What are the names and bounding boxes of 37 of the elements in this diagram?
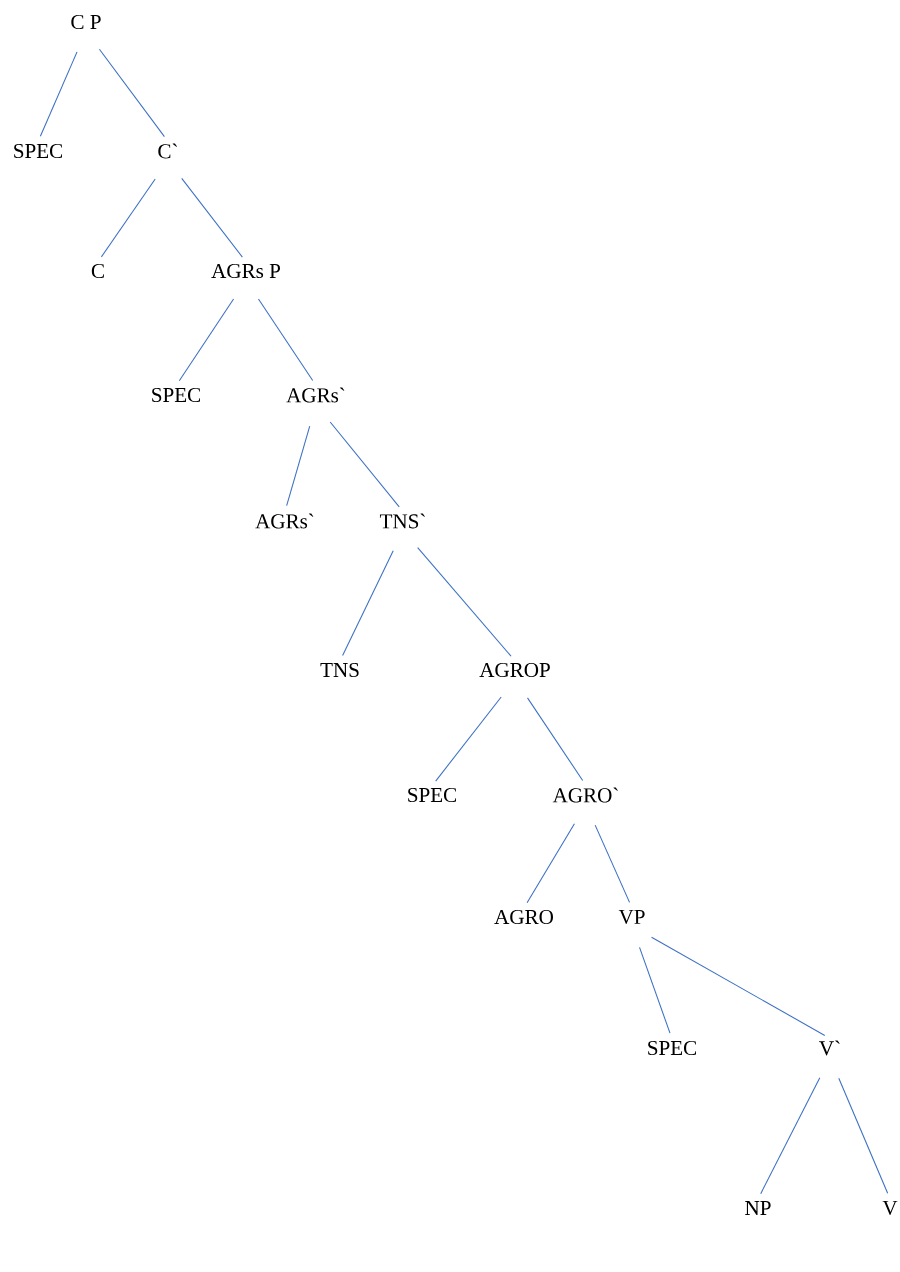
tree-label: V (882, 1200, 898, 1216)
tree-label: C` (158, 143, 177, 159)
tree-label: AGRs` (286, 387, 345, 403)
branch-line (838, 1077, 889, 1194)
tree-label: AGRs` (255, 513, 314, 529)
branch-line (178, 298, 235, 382)
tree-label: AGRO (494, 909, 553, 925)
branch-line (651, 936, 826, 1036)
tree-label: C P (71, 14, 101, 30)
branch-line (594, 824, 631, 903)
tree-label: V` (819, 1040, 840, 1056)
tree-label: SPEC (152, 387, 201, 403)
tree-label: C (91, 263, 104, 279)
tree-label: SPEC (648, 1040, 697, 1056)
branch-line (257, 298, 314, 381)
tree-label: SPEC (408, 787, 457, 803)
tree-label: AGRs P (211, 263, 280, 279)
tree-label: AGROP (479, 662, 550, 678)
branch-line (39, 51, 78, 137)
branch-line (526, 697, 584, 781)
tree-label: VP (618, 909, 645, 925)
branch-line (342, 550, 394, 656)
branch-line (181, 177, 243, 258)
branch-line (329, 421, 400, 508)
tree-label: TNS (320, 662, 359, 678)
branch-line (100, 178, 156, 258)
branch-line (435, 696, 502, 782)
tree-label: NP (745, 1201, 771, 1215)
tree-label: SPEC (14, 143, 63, 159)
branch-line (760, 1077, 821, 1195)
branch-line (98, 48, 165, 138)
tree-label: TNS` (379, 513, 425, 529)
branch-line (526, 823, 575, 904)
tree-label: AGRO` (552, 787, 618, 803)
branch-line (286, 425, 311, 507)
branch-line (417, 547, 512, 657)
branch-line (639, 946, 671, 1034)
